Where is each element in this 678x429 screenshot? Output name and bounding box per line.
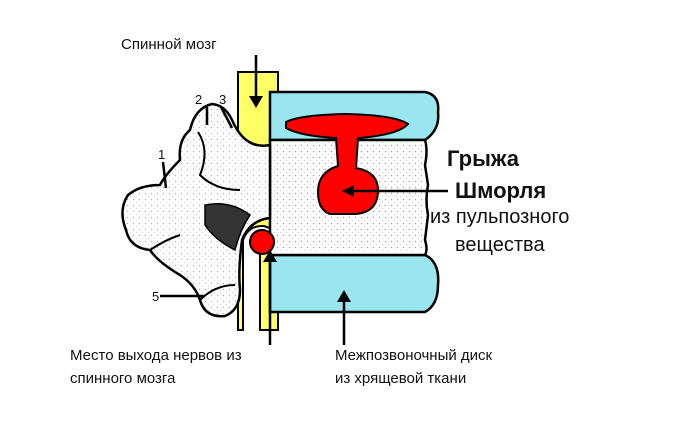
disc-label-line2: из хрящевой ткани: [335, 370, 467, 387]
nerve-exit-label-line2: спинного мозга: [70, 370, 176, 387]
process-number-5: 5: [152, 289, 160, 304]
hernia-label-line1: Грыжа: [447, 146, 519, 171]
lower-disc: [268, 253, 440, 314]
nerve-exit-point: [249, 229, 275, 255]
hernia-label-line4: вещества: [455, 234, 545, 256]
hernia-label-line2: Шморля: [455, 178, 547, 203]
intervertebral-foramen-shadow: [204, 203, 252, 252]
vertebral-processes-texture: [122, 104, 270, 317]
disc-label-line1: Межпозвоночный диск: [335, 347, 493, 364]
spinal-cord-label: Спинной мозг: [121, 36, 217, 53]
process-number-1: 1: [158, 147, 166, 162]
hernia-label-line3: из пульпозного: [430, 206, 570, 228]
process-number-3: 3: [219, 92, 227, 107]
arrowheads: [249, 96, 354, 302]
pointer-lines: [160, 55, 448, 345]
nerve-exit-label-line1: Место выхода нервов из: [70, 347, 242, 364]
process-number-2: 2: [195, 92, 203, 107]
process-contour: [149, 131, 241, 301]
